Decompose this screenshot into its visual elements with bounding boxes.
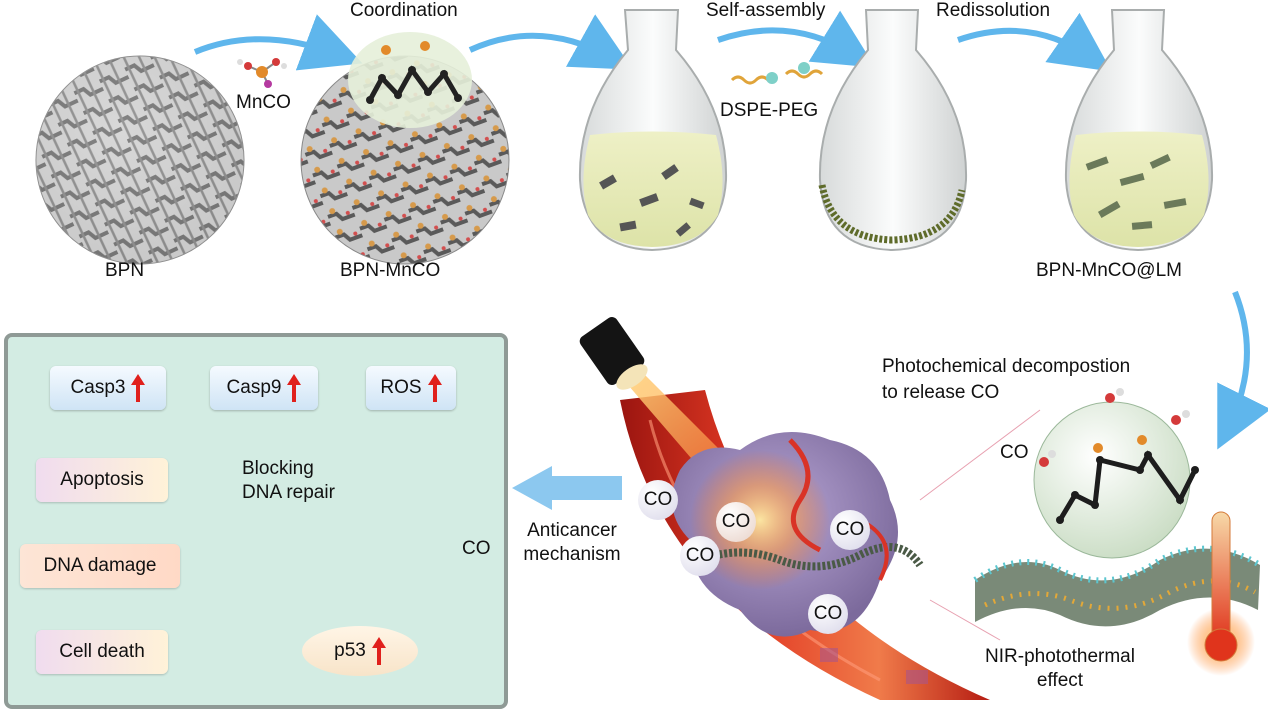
casp3-label: Casp3 [70, 377, 126, 398]
co-bubble: CO [716, 502, 756, 542]
blocking-label-line1: Blocking [242, 458, 314, 479]
dna-damage-label: DNA damage [43, 555, 157, 576]
co-label-panel: CO [462, 538, 491, 559]
photochem-label-line1: Photochemical decompostion [882, 356, 1131, 377]
co-label-right: CO [1000, 442, 1029, 463]
bpn-label: BPN [105, 260, 145, 281]
dspe-peg-molecule-icon [730, 62, 824, 85]
up-arrow-icon [371, 637, 386, 665]
casp9-box: Casp9 [210, 366, 318, 410]
p53-label: p53 [334, 640, 366, 661]
p53-box: p53 [302, 626, 418, 676]
anticancer-label-line1: Anticancer [527, 520, 617, 541]
bpn-mnco-sphere [300, 32, 510, 265]
ros-box: ROS [366, 366, 456, 410]
nir-label-line2: effect [1036, 670, 1084, 691]
mnco-label: MnCO [236, 92, 291, 113]
arrow-coordination [193, 14, 363, 71]
cell-death-box: Cell death [36, 630, 168, 674]
thermometer-right-icon [1187, 511, 1255, 676]
arrow-down-to-nanosheet [1217, 290, 1268, 450]
photochem-label-line2: to release CO [882, 382, 1000, 403]
apoptosis-box: Apoptosis [36, 458, 168, 502]
bpn-mnco-label: BPN-MnCO [340, 260, 441, 281]
apoptosis-label: Apoptosis [60, 469, 144, 490]
up-arrow-icon [131, 374, 146, 402]
arrow-to-flask1 [468, 14, 633, 70]
casp3-box: Casp3 [50, 366, 166, 410]
cell-death-label: Cell death [59, 641, 145, 662]
self-assembly-label: Self-assembly [706, 0, 826, 21]
arrow-anticancer-mechanism [512, 466, 622, 510]
arrow-redissolution [957, 12, 1112, 72]
blocking-label-line2: DNA repair [242, 482, 335, 503]
dna-damage-box: DNA damage [20, 544, 180, 588]
flask-3 [1064, 9, 1214, 252]
bpn-sphere [35, 55, 245, 265]
anticancer-label-line2: mechanism [523, 544, 621, 565]
co-molecules-icon [1039, 388, 1190, 467]
ros-label: ROS [380, 377, 422, 398]
co-bubble: CO [680, 536, 720, 576]
up-arrow-icon [287, 374, 302, 402]
arrow-self-assembly [717, 10, 876, 68]
coordination-label: Coordination [350, 0, 458, 21]
flask-2 [818, 9, 968, 252]
co-bubble: CO [830, 510, 870, 550]
nanosheet-complex [919, 401, 1262, 641]
casp9-label: Casp9 [226, 377, 282, 398]
co-bubble: CO [808, 594, 848, 634]
dspe-peg-label: DSPE-PEG [720, 100, 819, 121]
bpn-mnco-lm-label: BPN-MnCO@LM [1036, 260, 1182, 281]
up-arrow-icon [427, 374, 442, 402]
nir-label-line1: NIR-photothermal [985, 646, 1135, 667]
flask-1 [578, 9, 728, 252]
co-bubble: CO [638, 480, 678, 520]
mnco-molecule-icon [237, 58, 287, 88]
redissolution-label: Redissolution [936, 0, 1051, 21]
tumor-mass [672, 432, 924, 637]
